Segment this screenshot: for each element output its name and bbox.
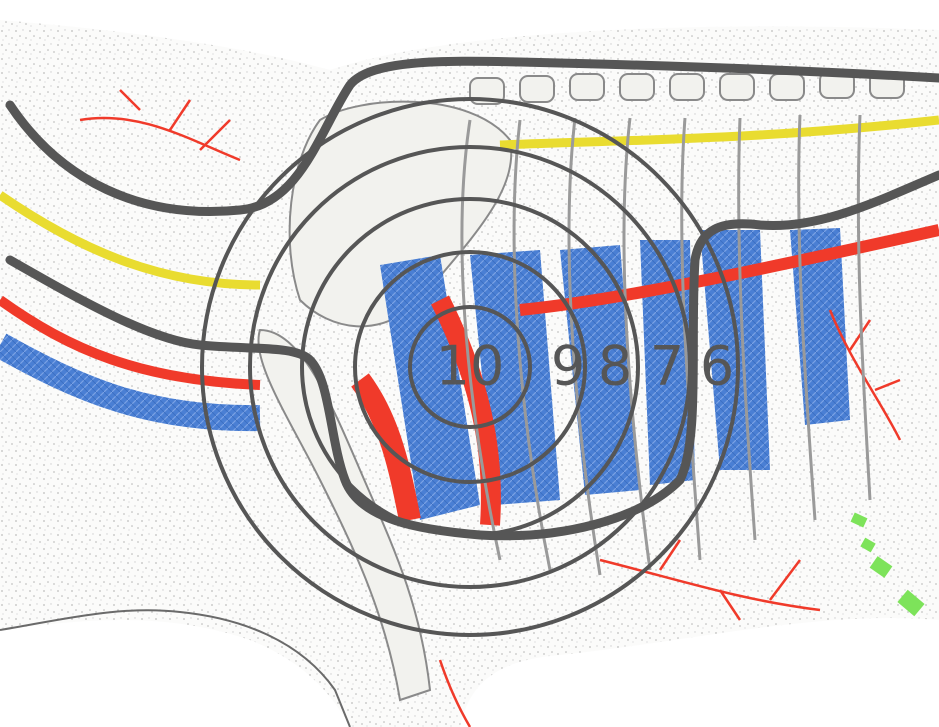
ring-label-6: 6: [700, 335, 734, 398]
ring-label-7: 7: [650, 335, 684, 398]
ring-label-10: 10: [436, 335, 505, 398]
ring-label-8: 8: [598, 335, 632, 398]
ring-label-9: 9: [551, 335, 585, 398]
